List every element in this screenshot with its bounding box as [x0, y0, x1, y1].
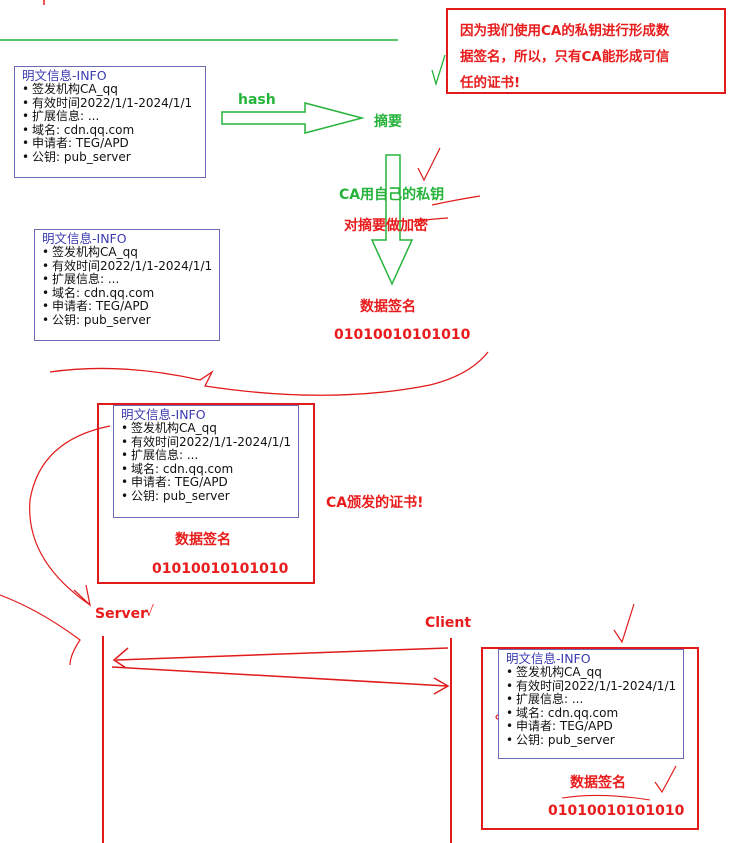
info-card-certificate: 明文信息-INFO 签发机构CA_qq 有效时间2022/1/1-2024/1/…	[113, 405, 299, 518]
info-item-domain: 域名: cdn.qq.com	[121, 462, 292, 477]
certificate-signature-label: 数据签名	[175, 532, 231, 548]
info-item-issuer: 签发机构CA_qq	[42, 245, 213, 260]
client-label: Client	[425, 615, 472, 631]
client-to-server-arrow	[115, 647, 449, 661]
note-line-1: 因为我们使用CA的私钥进行形成数	[460, 23, 670, 39]
signature-label: 数据签名	[360, 299, 416, 315]
green-checkmark	[431, 54, 446, 87]
info-item-extensions: 扩展信息: ...	[42, 273, 213, 287]
info-card-title: 明文信息-INFO	[22, 68, 107, 83]
signature-value: 01010010101010	[334, 327, 471, 343]
red-underline-scribble	[431, 195, 481, 206]
info-item-applicant: 申请者: TEG/APD	[42, 300, 213, 314]
red-checkmark-4	[654, 765, 677, 794]
info-card-client: 明文信息-INFO 签发机构CA_qq 有效时间2022/1/1-2024/1/…	[498, 649, 684, 759]
info-item-issuer: 签发机构CA_qq	[22, 82, 199, 97]
red-divider-curve	[49, 351, 489, 396]
red-swoop-left	[29, 425, 111, 606]
client-signature-label: 数据签名	[570, 775, 626, 791]
red-checkmark-1	[417, 147, 441, 182]
client-certificate-box	[481, 647, 699, 830]
info-card-list: 签发机构CA_qq 有效时间2022/1/1-2024/1/1 扩展信息: ..…	[22, 82, 199, 165]
red-swoop-bottom	[0, 594, 81, 666]
info-card-list: 签发机构CA_qq 有效时间2022/1/1-2024/1/1 扩展信息: ..…	[121, 421, 292, 504]
info-item-applicant: 申请者: TEG/APD	[506, 720, 677, 734]
info-item-applicant: 申请者: TEG/APD	[22, 137, 199, 151]
ca-private-key-label: CA用自己的私钥	[339, 187, 445, 203]
certificate-signature-value: 01010010101010	[152, 561, 289, 577]
certificate-box	[97, 403, 315, 584]
info-item-applicant: 申请者: TEG/APD	[121, 476, 292, 490]
server-to-client-arrowhead	[433, 677, 450, 695]
info-card-title: 明文信息-INFO	[42, 231, 127, 246]
info-item-domain: 域名: cdn.qq.com	[506, 706, 677, 721]
info-item-validity: 有效时间2022/1/1-2024/1/1	[121, 435, 292, 450]
info-card-copy: 明文信息-INFO 签发机构CA_qq 有效时间2022/1/1-2024/1/…	[34, 229, 220, 341]
encrypt-digest-label: 对摘要做加密	[344, 218, 428, 234]
info-item-issuer: 签发机构CA_qq	[121, 421, 292, 436]
info-card-list: 签发机构CA_qq 有效时间2022/1/1-2024/1/1 扩展信息: ..…	[42, 245, 213, 328]
hash-arrow	[221, 102, 365, 134]
info-item-validity: 有效时间2022/1/1-2024/1/1	[42, 259, 213, 274]
client-signature-value: 01010010101010	[548, 803, 685, 819]
info-card-title: 明文信息-INFO	[121, 407, 206, 422]
info-card-list: 签发机构CA_qq 有效时间2022/1/1-2024/1/1 扩展信息: ..…	[506, 665, 677, 748]
info-item-validity: 有效时间2022/1/1-2024/1/1	[506, 679, 677, 694]
server-label: Server	[95, 606, 148, 622]
info-item-domain: 域名: cdn.qq.com	[22, 123, 199, 138]
certificate-issued-label: CA颁发的证书!	[326, 495, 424, 511]
info-card-plaintext: 明文信息-INFO 签发机构CA_qq 有效时间2022/1/1-2024/1/…	[14, 66, 206, 178]
note-line-3: 任的证书!	[460, 75, 521, 91]
server-to-client-arrow	[111, 666, 448, 687]
info-item-public-key: 公钥: pub_server	[121, 489, 292, 504]
red-underline-scribble-3	[561, 794, 651, 801]
red-checkmark-2	[613, 603, 635, 644]
note-box: 因为我们使用CA的私钥进行形成数 据签名，所以，只有CA能形成可信 任的证书!	[446, 8, 726, 94]
info-item-extensions: 扩展信息: ...	[506, 693, 677, 707]
info-card-title: 明文信息-INFO	[506, 651, 591, 666]
client-to-server-arrowhead	[112, 647, 129, 669]
info-item-public-key: 公钥: pub_server	[42, 313, 213, 328]
server-checkmark: √	[145, 604, 154, 620]
info-item-issuer: 签发机构CA_qq	[506, 665, 677, 680]
red-swoop-arrowhead	[73, 584, 91, 607]
info-item-public-key: 公钥: pub_server	[22, 150, 199, 165]
info-item-extensions: 扩展信息: ...	[121, 449, 292, 463]
info-item-public-key: 公钥: pub_server	[506, 733, 677, 748]
hash-label: hash	[238, 92, 276, 108]
red-underline-scribble-2	[411, 217, 449, 223]
encrypt-arrow	[370, 154, 414, 286]
info-item-extensions: 扩展信息: ...	[22, 110, 199, 124]
note-line-2: 据签名，所以，只有CA能形成可信	[460, 49, 670, 65]
info-item-validity: 有效时间2022/1/1-2024/1/1	[22, 96, 199, 111]
info-item-domain: 域名: cdn.qq.com	[42, 286, 213, 301]
digest-label: 摘要	[374, 114, 402, 130]
